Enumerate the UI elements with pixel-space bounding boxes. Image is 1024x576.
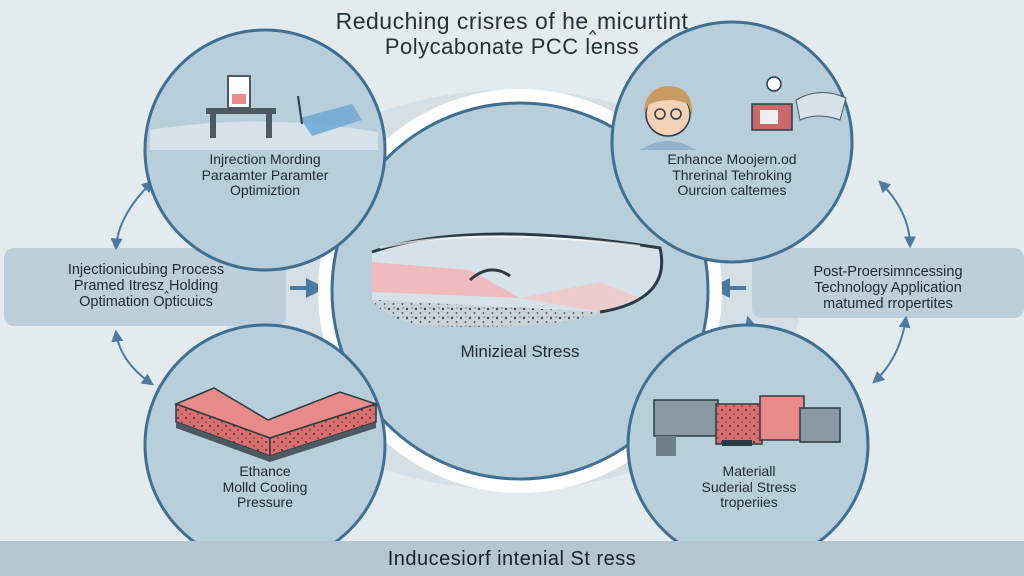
left-process-line-2: Pramed Itresz‸Holding — [73, 278, 219, 295]
arrow-left-upper — [110, 180, 154, 251]
node-top-left-line-1: Injrection Mording — [209, 151, 321, 167]
node-bottom-right-line-3: troperiies — [720, 494, 778, 511]
arrow-right-upper — [878, 180, 916, 249]
title-line-1: Reduching crisres of he‸micurtint — [335, 8, 689, 34]
node-top-left-line-3: Optimiztion — [229, 182, 301, 199]
arrow-right-lower — [872, 315, 911, 384]
node-top-right-line-3: Ourcion caltemes — [677, 182, 787, 199]
center-label: Minizieal Stress — [460, 342, 580, 361]
title-line-2: Polycabonate PCC lenss — [384, 34, 640, 59]
right-process-line-3: matumed rropertites — [823, 296, 953, 313]
footer-label: Inducesiorf intenial St ress — [387, 548, 637, 570]
right-process-line-1: Post-Proersimncessing — [813, 264, 963, 280]
node-top-right-line-2: Threrinal Tehroking — [672, 166, 792, 183]
node-top-left-label: Injrection Mording Paraamter Paramter Op… — [170, 151, 360, 199]
left-process-line-3: Optimation Opticuics — [79, 294, 213, 311]
node-bottom-right-line-1: Materiall — [722, 463, 776, 479]
node-top-left-line-2: Paraamter Paramter — [201, 166, 329, 183]
node-bottom-left-line-1: Ethance — [239, 463, 291, 479]
arrow-left-lower — [111, 329, 154, 386]
right-process-label: Post-Proersimncessing Technology Applica… — [754, 264, 1022, 313]
node-bottom-left-line-2: Molld Cooling — [222, 478, 308, 495]
node-bottom-left-line-3: Pressure — [236, 494, 294, 511]
node-top-left — [143, 28, 387, 272]
right-process-box — [752, 248, 1024, 318]
center-circle — [318, 89, 722, 493]
node-bottom-right-label: Materiall Suderial Stress troperiies — [664, 463, 834, 511]
node-top-right-label: Enhance Moojern.od Threrinal Tehroking O… — [632, 151, 832, 199]
node-top-right-line-1: Enhance Moojern.od — [667, 151, 797, 167]
node-top-right — [610, 20, 854, 264]
left-process-line-1: Injectionicubing Process — [67, 262, 225, 278]
left-process-box — [4, 248, 286, 326]
node-bottom-right-line-2: Suderial Stress — [701, 478, 797, 495]
left-process-label: Injectionicubing Process Pramed Itresz‸H… — [8, 262, 284, 311]
node-bottom-left-label: Ethance Molld Cooling Pressure — [180, 463, 350, 511]
node-bottom-left — [143, 323, 387, 567]
right-process-line-2: Technology Application — [814, 280, 962, 297]
node-bottom-right — [626, 323, 870, 567]
footer-band: Inducesiorf intenial St ress — [0, 541, 1024, 576]
